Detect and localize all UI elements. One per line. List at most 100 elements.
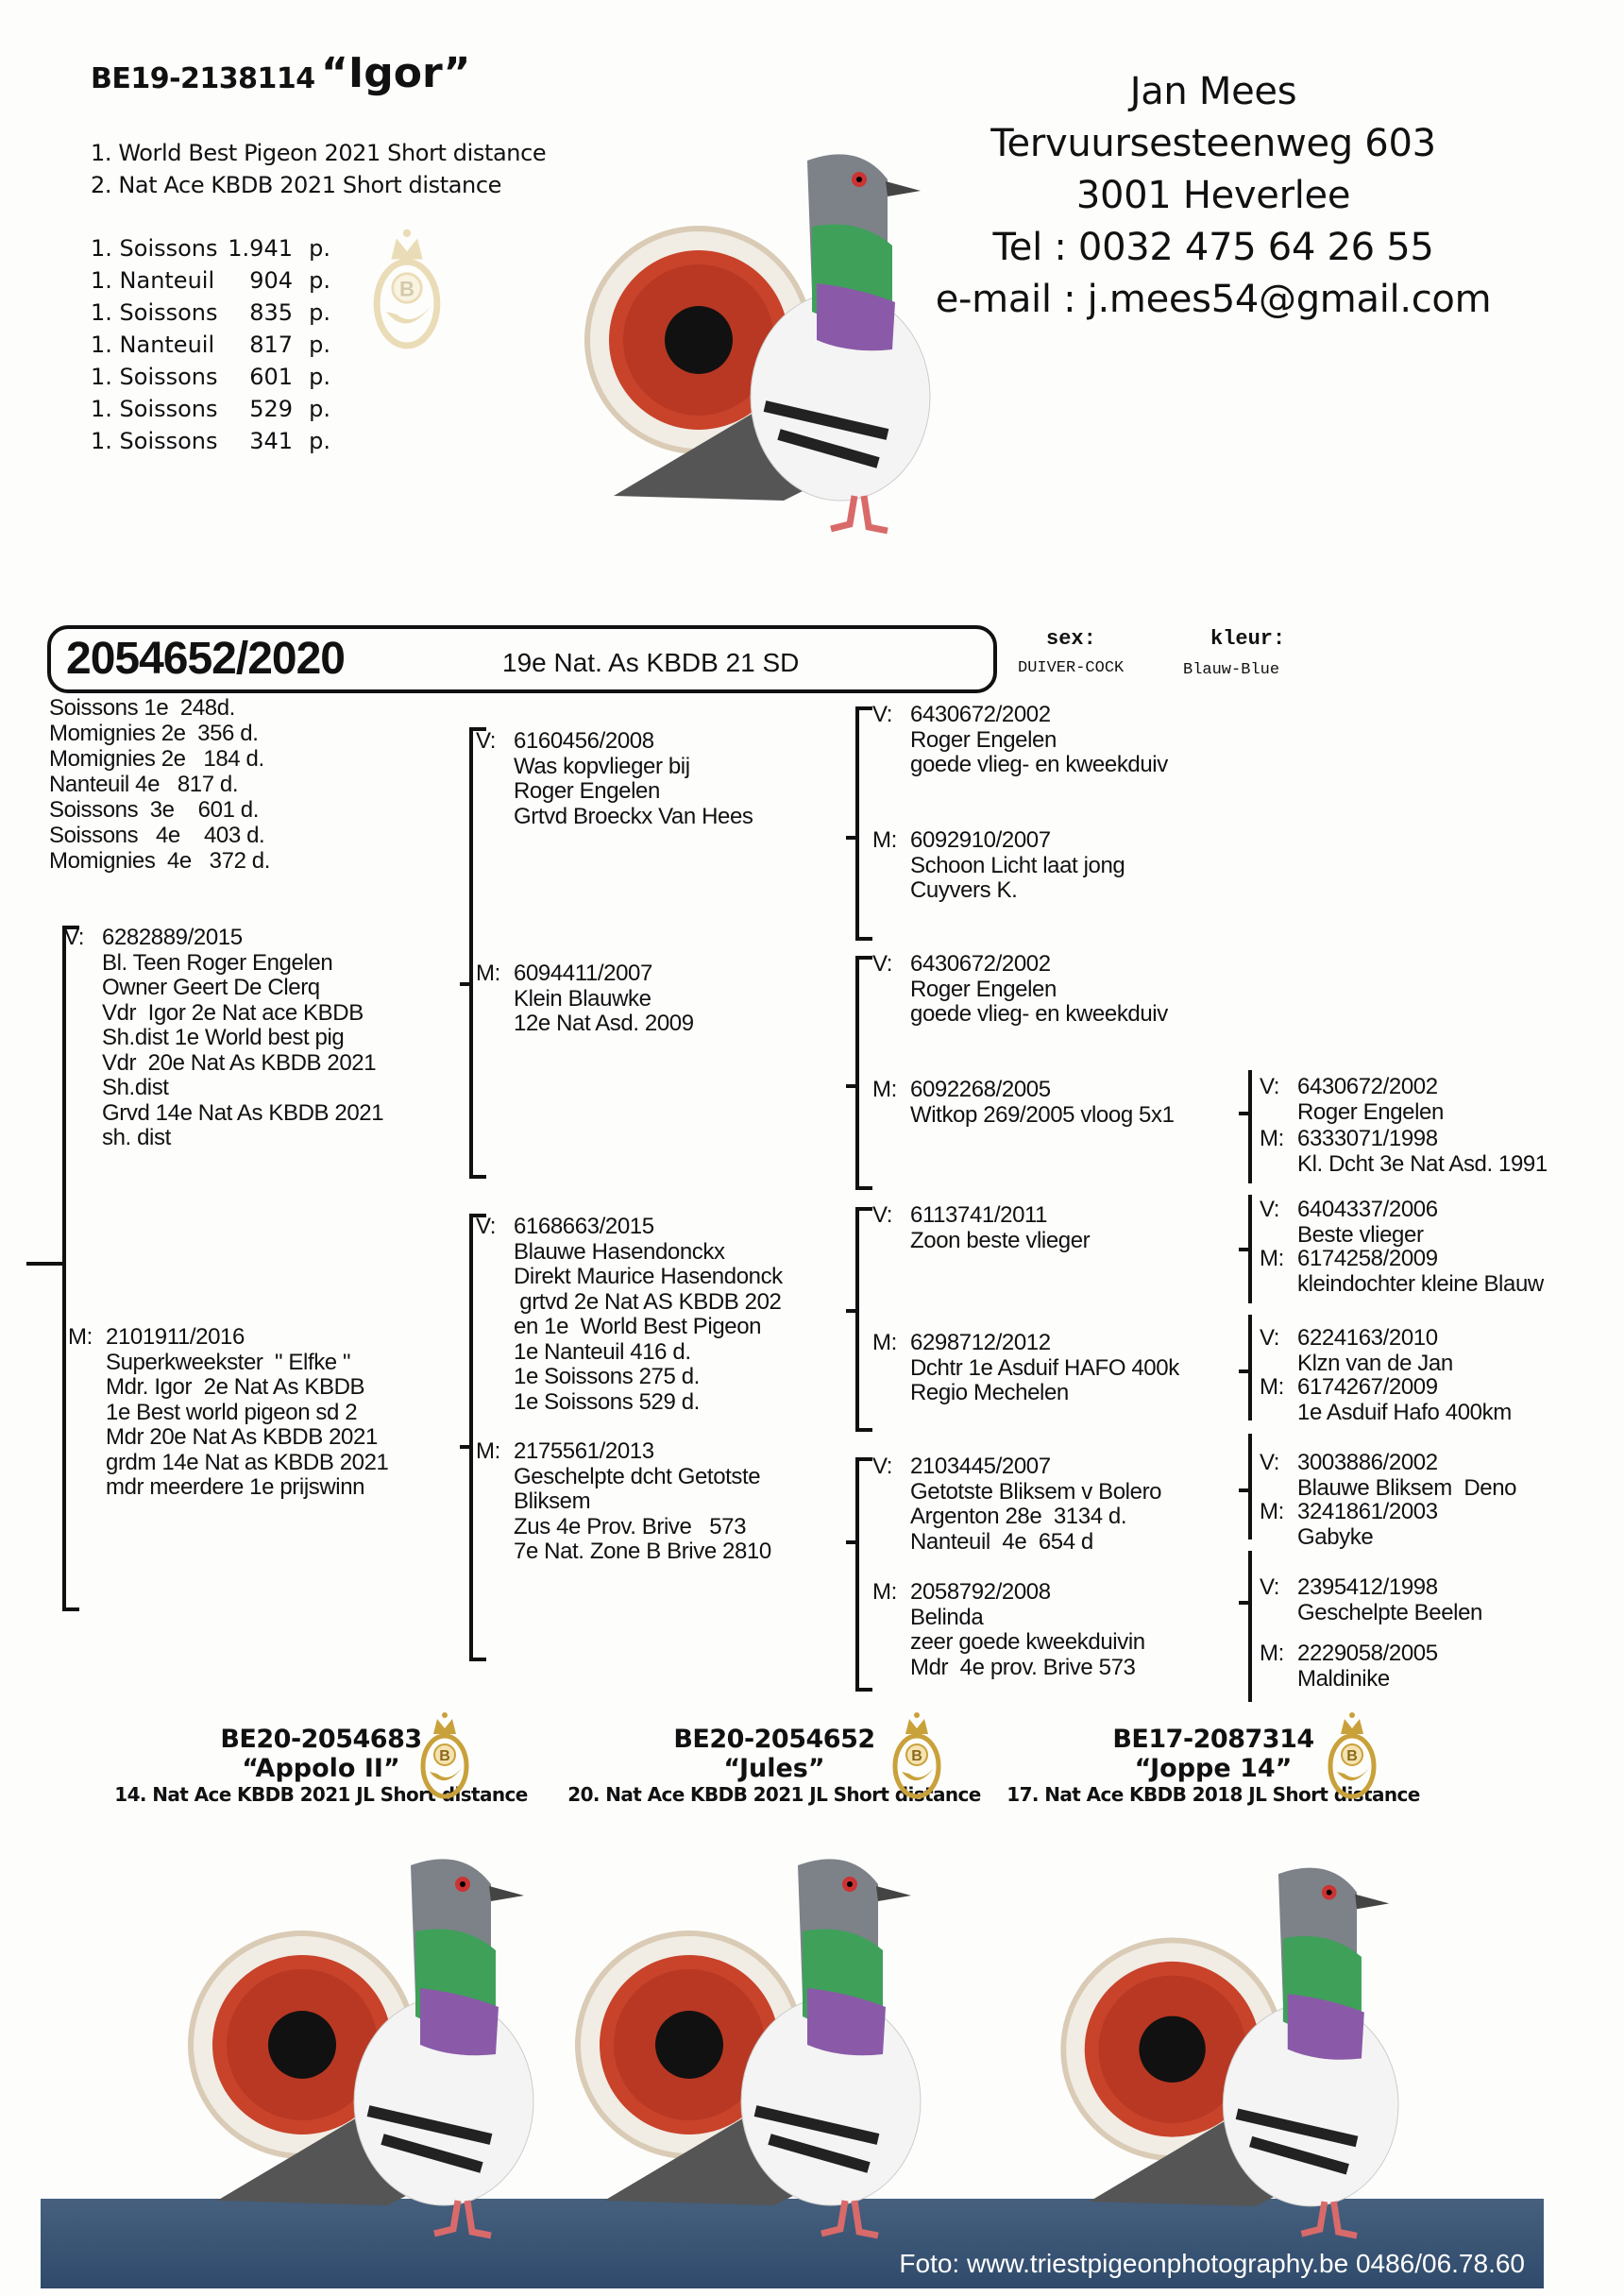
entry-line: 1e Best world pigeon sd 2: [106, 1399, 358, 1425]
entry-line: 12e Nat Asd. 2009: [514, 1011, 694, 1036]
result-unit: p.: [309, 267, 330, 294]
ring-number: V:6430672/2002: [872, 951, 1168, 978]
ring-value: 6168663/2015: [514, 1214, 654, 1239]
entry-line: Superkweekster " Elfke ": [106, 1349, 351, 1375]
parent-prefix: V:: [872, 1202, 892, 1228]
ring-number: V:6282889/2015: [64, 925, 383, 951]
entry-line: Zoon beste vlieger: [910, 1227, 1091, 1253]
bracket-tick: [1239, 1601, 1250, 1605]
ring-value: 6092910/2007: [910, 827, 1051, 853]
svg-text:B: B: [439, 1748, 450, 1764]
entry-line: Sh.dist 1e World best pig: [102, 1025, 345, 1050]
entry-line: Vdr Igor 2e Nat ace KBDB: [102, 999, 364, 1026]
bracket-tick: [1239, 1488, 1250, 1492]
ring-number: V: 6160456/2008: [476, 728, 753, 755]
parent-prefix: M:: [476, 1438, 500, 1464]
bracket-tick: [26, 1262, 64, 1266]
bracket-tick: [846, 1309, 857, 1313]
parent-prefix: V:: [1260, 1197, 1279, 1222]
bracket: [469, 727, 486, 1179]
ring-number: M:2101911/2016: [68, 1324, 389, 1351]
parent-prefix: M:: [1260, 1641, 1284, 1666]
entry-line: zeer goede kweekduivin: [910, 1629, 1145, 1655]
parent-prefix: V:: [1260, 1325, 1279, 1351]
ring-value: 2103445/2007: [910, 1454, 1051, 1479]
ring-number: V: 2103445/2007: [872, 1454, 1161, 1480]
entry-line: Roger Engelen: [910, 976, 1057, 1002]
pedigree-title: 19e Nat. As KBDB 21 SD: [502, 648, 800, 677]
result-prize: 1.941: [228, 235, 293, 262]
sex-label: sex:: [1046, 627, 1096, 651]
parent-prefix: V:: [1260, 1450, 1279, 1475]
bracket: [1248, 1195, 1252, 1303]
entry-line: Geschelpte Beelen: [1297, 1599, 1483, 1625]
sex-value: DUIVER-COCK: [1018, 659, 1125, 677]
entry-line: en 1e World Best Pigeon: [514, 1314, 762, 1339]
pigeon-photo-appolo: [170, 1828, 567, 2243]
entry-line: Argenton 28e 3134 d.: [910, 1504, 1127, 1529]
bracket-tick: [460, 982, 471, 986]
bracket-tick: [846, 836, 857, 840]
bracket-tick: [846, 1084, 857, 1088]
ring-value: 2101911/2016: [106, 1324, 245, 1350]
result-unit: p.: [309, 235, 330, 262]
ring-number: M:6174258/2009: [1260, 1246, 1544, 1272]
svg-text:B: B: [399, 277, 414, 300]
offspring-ring: BE20-2054683: [220, 1725, 422, 1754]
entry-line: kleindochter kleine Blauw: [1297, 1270, 1544, 1297]
parent-prefix: V:: [1260, 1574, 1279, 1600]
result-race: 1. Soissons: [91, 235, 218, 262]
parent-prefix: V:: [872, 1454, 892, 1479]
parent-prefix: V:: [476, 728, 496, 754]
ring-value: 6224163/2010: [1297, 1325, 1438, 1351]
result-unit: p.: [309, 396, 330, 422]
entry-line: Mdr 20e Nat As KBDB 2021: [106, 1424, 378, 1450]
bracket: [855, 956, 872, 1190]
parent-prefix: M:: [1260, 1126, 1284, 1151]
entry-line: Gabyke: [1297, 1523, 1374, 1550]
result-prize: 904: [249, 267, 293, 294]
ring-number: M:6174267/2009: [1260, 1374, 1512, 1401]
entry-line: 1e Nanteuil 416 d.: [514, 1338, 691, 1365]
ring-value: 6160456/2008: [514, 728, 654, 754]
ring-number: V:6168663/2015: [476, 1214, 783, 1240]
offspring-name: “Jules”: [723, 1754, 825, 1783]
color-value: Blauw-Blue: [1183, 661, 1280, 679]
entry-line: Klzn van de Jan: [1297, 1350, 1453, 1376]
entry-line: 1e Soissons 275 d.: [514, 1364, 700, 1389]
bracket-tick: [1239, 1248, 1250, 1251]
entry-line: Vdr 20e Nat As KBDB 2021: [102, 1049, 377, 1076]
parent-prefix: M:: [1260, 1499, 1284, 1524]
achievement: 1. World Best Pigeon 2021 Short distance: [91, 140, 547, 166]
pigeon-photo-igor: [567, 123, 963, 538]
result-race: 1. Soissons: [91, 428, 218, 454]
parent-prefix: M:: [1260, 1374, 1284, 1400]
entry-line: Blauwe Hasendonckx: [514, 1238, 725, 1265]
ring-number: V:6404337/2006: [1260, 1197, 1438, 1223]
offspring-name: “Appolo II”: [242, 1754, 400, 1783]
ring-number: M:2058792/2008: [872, 1579, 1145, 1606]
ring-value: 6298712/2012: [910, 1330, 1051, 1355]
entry-line: Belinda: [910, 1604, 984, 1630]
ring-value: 6094411/2007: [514, 961, 652, 986]
bracket: [855, 706, 872, 941]
result-race: 1. Soissons: [91, 364, 218, 390]
ring-number: M:6092268/2005: [872, 1077, 1175, 1103]
parent-prefix: M:: [872, 1579, 897, 1605]
ring-value: 3003886/2002: [1297, 1450, 1438, 1475]
result-prize: 601: [249, 364, 293, 390]
parent-prefix: M:: [872, 827, 897, 853]
svg-text:B: B: [911, 1748, 922, 1764]
